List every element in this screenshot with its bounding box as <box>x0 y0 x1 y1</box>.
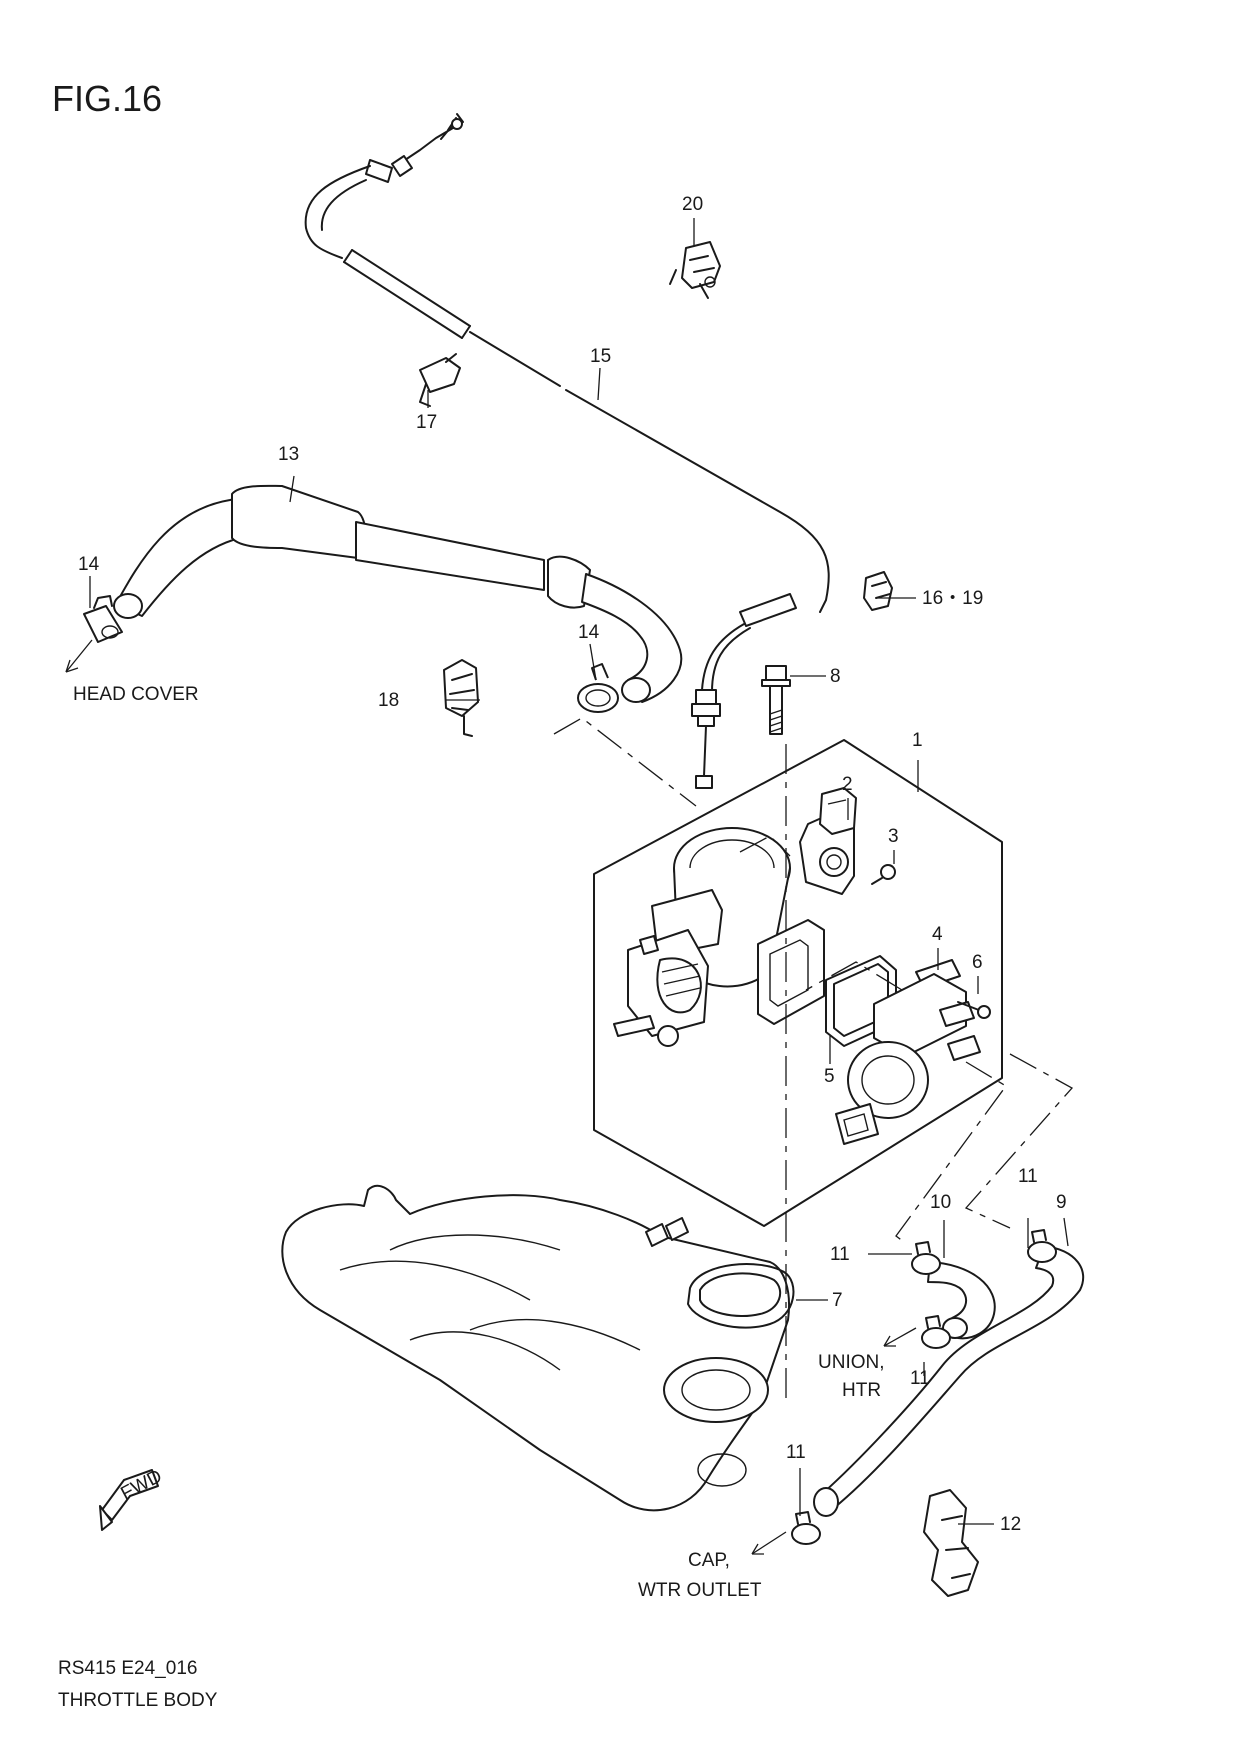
gasket-7[interactable] <box>687 1263 795 1329</box>
hose-clamp-11c[interactable] <box>921 1315 951 1349</box>
bolt-8[interactable] <box>761 665 791 735</box>
callout-12: 12 <box>1000 1514 1021 1535</box>
callout-1: 1 <box>912 730 923 751</box>
callout-5: 5 <box>824 1066 835 1087</box>
note-union-htr-2: HTR <box>842 1380 881 1401</box>
assembly-frame <box>593 739 1003 1227</box>
fwd-arrow: FWD <box>99 1466 166 1531</box>
water-hose-9[interactable] <box>813 1245 1085 1517</box>
clip-17[interactable] <box>419 353 461 407</box>
hose-clamp-right[interactable] <box>577 663 619 713</box>
breather-hose[interactable] <box>113 484 683 703</box>
throttle-flange[interactable] <box>757 919 825 1025</box>
note-union-htr-1: UNION, <box>818 1352 885 1373</box>
callout-16-19: 16・19 <box>922 588 983 609</box>
clip-18[interactable] <box>443 659 479 737</box>
leader-lines <box>89 218 1069 1525</box>
alignment-line-tb <box>739 835 791 857</box>
figure-caption: THROTTLE BODY <box>58 1690 218 1711</box>
idle-air-control-valve[interactable] <box>835 959 981 1145</box>
callout-14-left: 14 <box>78 554 100 575</box>
callout-13: 13 <box>278 444 299 465</box>
throttle-position-sensor[interactable] <box>799 787 857 895</box>
hose-clamp-11b[interactable] <box>1027 1229 1057 1263</box>
arrow-head-cover <box>65 639 93 673</box>
callout-18: 18 <box>378 690 399 711</box>
callout-11-mid: 11 <box>910 1368 930 1389</box>
callout-11-bottom: 11 <box>786 1442 806 1463</box>
hose-clamp-11a[interactable] <box>911 1241 941 1275</box>
alignment-line-hose <box>553 717 697 807</box>
arrow-union-htr <box>883 1327 917 1347</box>
alignment-line-hose-10 <box>895 1061 1007 1243</box>
callout-11-left: 11 <box>830 1244 850 1265</box>
note-cap-wtr-1: CAP, <box>688 1550 730 1571</box>
throttle-body[interactable] <box>613 827 791 1047</box>
callout-3: 3 <box>888 826 899 847</box>
callout-11-top: 11 <box>1018 1166 1038 1187</box>
figure-title: FIG.16 <box>52 78 163 119</box>
callout-6: 6 <box>972 952 983 973</box>
note-head-cover: HEAD COVER <box>73 684 199 705</box>
callout-7: 7 <box>832 1290 843 1311</box>
hose-clamp-left[interactable] <box>83 595 123 643</box>
throttle-cable[interactable] <box>304 113 830 789</box>
figure-code: RS415 E24_016 <box>58 1658 198 1679</box>
callout-8: 8 <box>830 666 841 687</box>
clip-16-19[interactable] <box>863 571 893 611</box>
callout-15: 15 <box>590 346 611 367</box>
screw-6[interactable] <box>957 1001 991 1019</box>
fwd-label: FWD <box>118 1466 166 1505</box>
alignment-line-iac <box>805 961 903 991</box>
clip-12[interactable] <box>923 1489 979 1597</box>
callout-2: 2 <box>842 774 853 795</box>
callout-14-right: 14 <box>578 622 600 643</box>
callout-17: 17 <box>416 412 437 433</box>
note-cap-wtr-2: WTR OUTLET <box>638 1580 762 1601</box>
callout-20: 20 <box>682 194 703 215</box>
arrow-cap-wtr-outlet <box>751 1531 787 1555</box>
callout-4: 4 <box>932 924 943 945</box>
water-hose-10[interactable] <box>927 1261 996 1340</box>
screw-3[interactable] <box>871 864 896 885</box>
intake-manifold[interactable] <box>281 1184 790 1512</box>
hose-clamp-11d[interactable] <box>791 1511 821 1545</box>
clip-20[interactable] <box>669 241 721 299</box>
callout-9: 9 <box>1056 1192 1067 1213</box>
callout-10: 10 <box>930 1192 951 1213</box>
